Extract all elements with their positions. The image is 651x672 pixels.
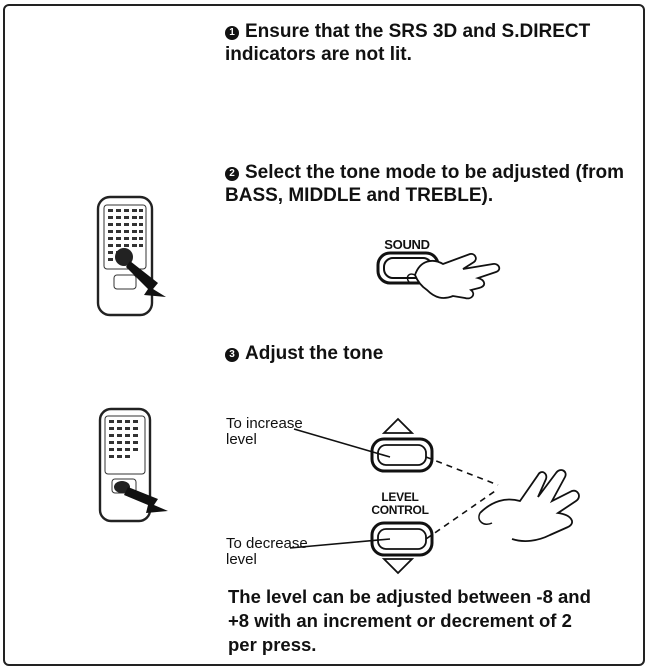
step-2-text-line1: Select the tone mode to be adjusted (fro…: [245, 162, 624, 183]
instruction-frame: [3, 4, 645, 666]
step-2-text-line2: BASS, MIDDLE and TREBLE).: [225, 185, 494, 206]
step-1-number: 1: [225, 26, 239, 40]
step-3-number: 3: [225, 348, 239, 362]
arrow-up-icon: [381, 417, 415, 434]
increase-label-line1: To increase: [226, 415, 303, 432]
note-line1: The level can be adjusted between -8 and: [228, 586, 591, 607]
step-3: 3 Adjust the tone: [225, 342, 383, 365]
increase-button: [370, 437, 434, 473]
sound-label: SOUND: [384, 237, 430, 252]
sound-button-with-finger: [376, 251, 501, 300]
step-1-text-line1: Ensure that the SRS 3D and S.DIRECT: [245, 21, 591, 42]
decrease-label: To decrease level: [226, 536, 308, 568]
step-1: 1 Ensure that the SRS 3D and S.DIRECT ind…: [225, 20, 590, 66]
step-2: 2 Select the tone mode to be adjusted (fr…: [225, 161, 624, 207]
level-control-diagram: [289, 417, 580, 575]
note-line3: per press.: [228, 634, 317, 655]
increase-label: To increase level: [226, 416, 303, 448]
step-3-text-line1: Adjust the tone: [245, 343, 384, 364]
level-control-label-line2: CONTROL: [371, 503, 429, 517]
note-paragraph: The level can be adjusted between -8 and…: [228, 585, 633, 657]
remote-control-icon: [96, 195, 166, 317]
arrow-down-icon: [381, 558, 415, 575]
remote-control-icon: [98, 407, 168, 523]
step-2-number: 2: [225, 167, 239, 181]
decrease-label-line1: To decrease: [226, 535, 308, 552]
increase-label-line2: level: [226, 431, 257, 448]
note-line2: +8 with an increment or decrement of 2: [228, 610, 572, 631]
finger-icon: [479, 469, 580, 542]
decrease-label-line2: level: [226, 551, 257, 568]
decrease-button: [370, 521, 434, 557]
level-control-label: LEVEL CONTROL: [360, 491, 440, 517]
level-control-label-line1: LEVEL: [381, 490, 419, 504]
step-1-text-line2: indicators are not lit.: [225, 44, 412, 65]
